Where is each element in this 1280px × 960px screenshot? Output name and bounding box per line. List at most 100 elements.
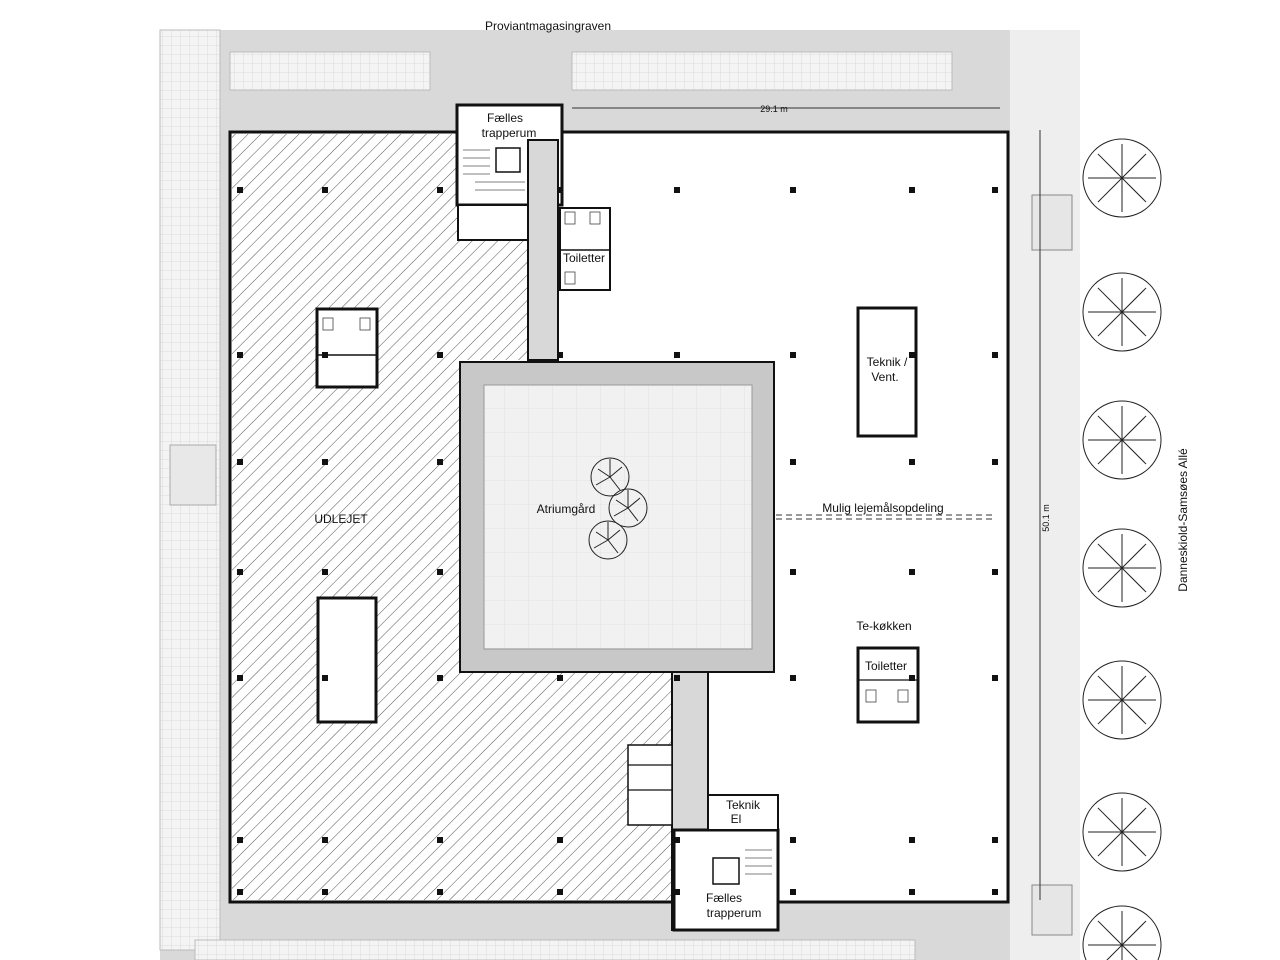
tree-branch	[1121, 287, 1147, 313]
tree-branch	[1121, 415, 1147, 441]
structural-column	[992, 837, 998, 843]
structural-column	[674, 187, 680, 193]
stair-top-label-2: trapperum	[482, 126, 537, 140]
structural-column	[790, 889, 796, 895]
structural-column	[437, 569, 443, 575]
structural-column	[909, 569, 915, 575]
structural-column	[322, 675, 328, 681]
tree-branch	[1121, 153, 1147, 179]
toilets-lower-label: Toiletter	[865, 659, 907, 673]
tree-branch	[1097, 831, 1123, 857]
structural-column	[437, 675, 443, 681]
structural-column	[790, 675, 796, 681]
structural-column	[322, 569, 328, 575]
structural-column	[790, 459, 796, 465]
column-grid	[237, 187, 998, 895]
tree-branch	[1121, 675, 1147, 701]
structural-column	[237, 352, 243, 358]
tree-branch	[1097, 920, 1123, 946]
atrium-trees	[588, 457, 648, 560]
street-label-right: Danneskiold-Samsøes Allé	[1176, 448, 1190, 592]
structural-column	[437, 352, 443, 358]
toilets-upper-label: Toiletter	[563, 251, 605, 265]
structural-column	[992, 352, 998, 358]
structural-column	[237, 837, 243, 843]
tree-branch	[1106, 944, 1123, 960]
structural-column	[237, 675, 243, 681]
street-trees	[1082, 138, 1162, 960]
structural-column	[790, 837, 796, 843]
structural-column	[557, 187, 563, 193]
tree-branch	[1121, 699, 1147, 725]
tree-branch	[1097, 415, 1123, 441]
structural-column	[992, 459, 998, 465]
structural-column	[557, 352, 563, 358]
structural-column	[557, 675, 563, 681]
structural-column	[674, 889, 680, 895]
tech-el-label-2: El	[731, 812, 742, 826]
tree-branch	[1097, 153, 1123, 179]
tech-vent-label-2: Vent.	[871, 370, 898, 384]
structural-column	[322, 889, 328, 895]
stair-bottom-label-1: Fælles	[706, 891, 742, 905]
tree-branch	[1097, 287, 1123, 313]
street-label-top: Proviantmagasingraven	[485, 19, 611, 33]
tree-branch	[1097, 439, 1123, 465]
structural-column	[322, 187, 328, 193]
structural-column	[557, 837, 563, 843]
tree-branch	[1121, 807, 1147, 833]
tree-branch	[1121, 543, 1147, 569]
structural-column	[992, 675, 998, 681]
structural-column	[909, 675, 915, 681]
structural-column	[322, 837, 328, 843]
right-rooms	[856, 306, 920, 724]
dimension-width-label: 29.1 m	[760, 104, 788, 114]
structural-column	[992, 569, 998, 575]
structural-column	[674, 675, 680, 681]
left-rooms	[315, 307, 379, 724]
atrium-label: Atriumgård	[537, 502, 596, 516]
structural-column	[237, 569, 243, 575]
tech-el-label-1: Teknik	[726, 798, 761, 812]
tree-branch	[1097, 311, 1123, 337]
structural-column	[322, 459, 328, 465]
structural-column	[322, 352, 328, 358]
structural-column	[674, 837, 680, 843]
structural-column	[437, 837, 443, 843]
tech-vent-label-1: Teknik /	[867, 355, 908, 369]
tree-branch	[1121, 831, 1147, 857]
core-bottom	[627, 671, 780, 932]
structural-column	[437, 889, 443, 895]
structural-column	[909, 459, 915, 465]
tree-branch	[1097, 567, 1123, 593]
kitchen-label: Te-køkken	[856, 619, 911, 633]
structural-column	[790, 187, 796, 193]
division-label: Mulig lejemålsopdeling	[822, 501, 943, 515]
tree-branch	[1121, 920, 1147, 946]
stair-bottom-label-2: trapperum	[707, 906, 762, 920]
structural-column	[790, 352, 796, 358]
leased-area-label: UDLEJET	[314, 512, 368, 526]
tree-branch	[1097, 807, 1123, 833]
structural-column	[437, 187, 443, 193]
tree-branch	[1097, 543, 1123, 569]
tree-branch	[1097, 177, 1123, 203]
dimension-lines	[572, 107, 1041, 900]
structural-column	[237, 187, 243, 193]
tree-branch	[1097, 699, 1123, 725]
core-top	[455, 103, 611, 361]
structural-column	[909, 837, 915, 843]
structural-column	[909, 889, 915, 895]
structural-column	[790, 569, 796, 575]
structural-column	[992, 187, 998, 193]
dimension-height-label: 50.1 m	[1041, 504, 1051, 532]
structural-column	[992, 889, 998, 895]
division-line	[776, 514, 996, 520]
structural-column	[437, 459, 443, 465]
structural-column	[674, 352, 680, 358]
stair-top-label-1: Fælles	[487, 111, 523, 125]
tree-branch	[1121, 439, 1147, 465]
structural-column	[909, 352, 915, 358]
structural-column	[557, 889, 563, 895]
